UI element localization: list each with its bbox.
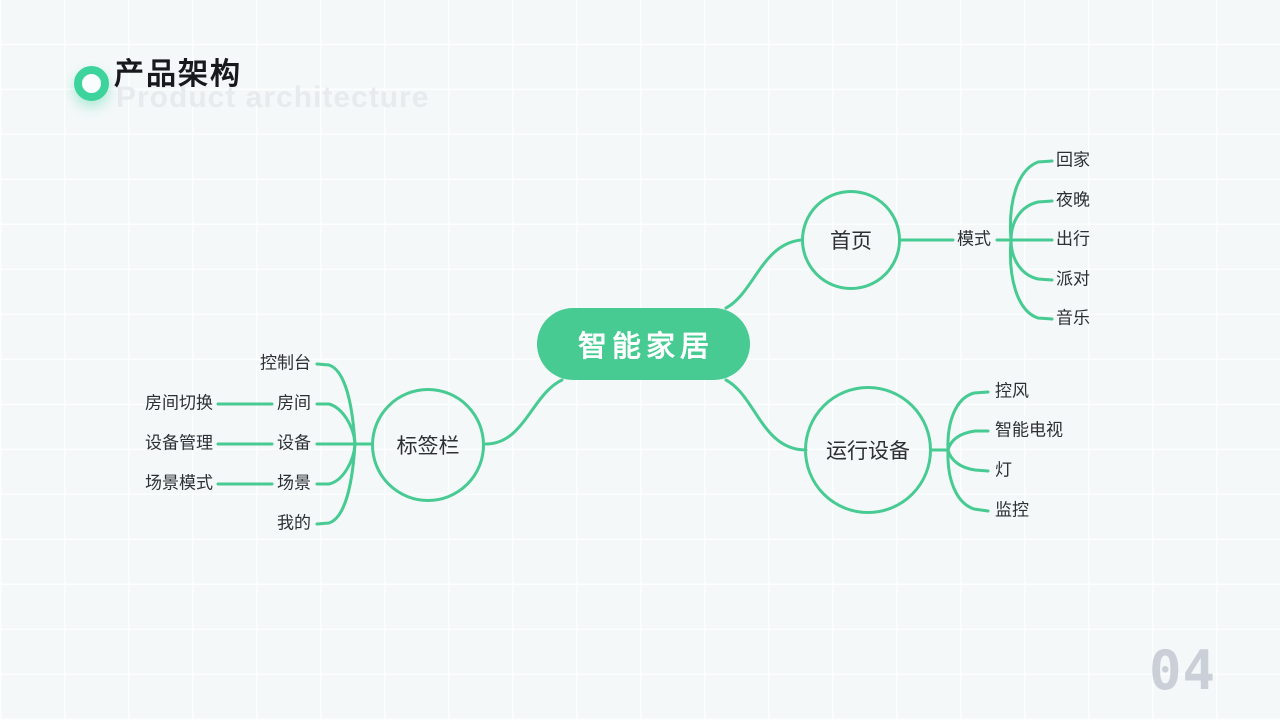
node-running-devices: 运行设备: [804, 386, 932, 514]
label-device-item: 控风: [995, 381, 1029, 401]
node-home: 首页: [801, 190, 901, 290]
page-number: 04: [1148, 639, 1216, 702]
label-mode-item: 派对: [1056, 269, 1090, 289]
title-watermark: Product architecture: [116, 81, 430, 114]
edge-device-item: [946, 448, 990, 513]
edge-mode-item: [1009, 238, 1054, 282]
edge-device-item: [946, 429, 990, 452]
edge-mode-item: [1008, 159, 1054, 242]
label-mode-item: 出行: [1056, 229, 1090, 249]
title-bullet-ring-icon: [74, 66, 109, 101]
edge-root-tabbar: [484, 378, 564, 446]
page-title: 产品架构: [114, 58, 242, 91]
label-tab-subitem: 设备管理: [145, 433, 213, 453]
edge-mode-item: [1009, 199, 1054, 242]
label-mode-item: 音乐: [1056, 308, 1090, 328]
edge-device-item: [946, 390, 990, 452]
label-device-item: 智能电视: [995, 420, 1063, 440]
label-tab-subitem: 场景模式: [145, 473, 213, 493]
node-tab-bar: 标签栏: [371, 388, 485, 502]
label-mode: 模式: [957, 229, 991, 249]
label-tab-item: 我的: [277, 513, 311, 533]
edge-mode-item: [1008, 238, 1054, 321]
label-device-item: 监控: [995, 500, 1029, 520]
label-tab-item: 房间: [277, 393, 311, 413]
label-tab-item: 设备: [277, 433, 311, 453]
label-tab-item: 控制台: [260, 353, 311, 373]
edge-device-item: [946, 448, 990, 473]
label-mode-item: 回家: [1056, 150, 1090, 170]
label-mode-item: 夜晚: [1056, 190, 1090, 210]
node-root-smart-home: 智能家居: [537, 308, 750, 380]
edge-tab-item: [315, 442, 357, 486]
edge-tab-item: [315, 402, 357, 446]
label-tab-item: 场景: [277, 473, 311, 493]
edge-tab-item: [315, 442, 357, 526]
label-tab-subitem: 房间切换: [145, 393, 213, 413]
edge-root-devices: [724, 378, 808, 452]
edge-root-home: [724, 238, 803, 310]
label-device-item: 灯: [995, 460, 1012, 480]
